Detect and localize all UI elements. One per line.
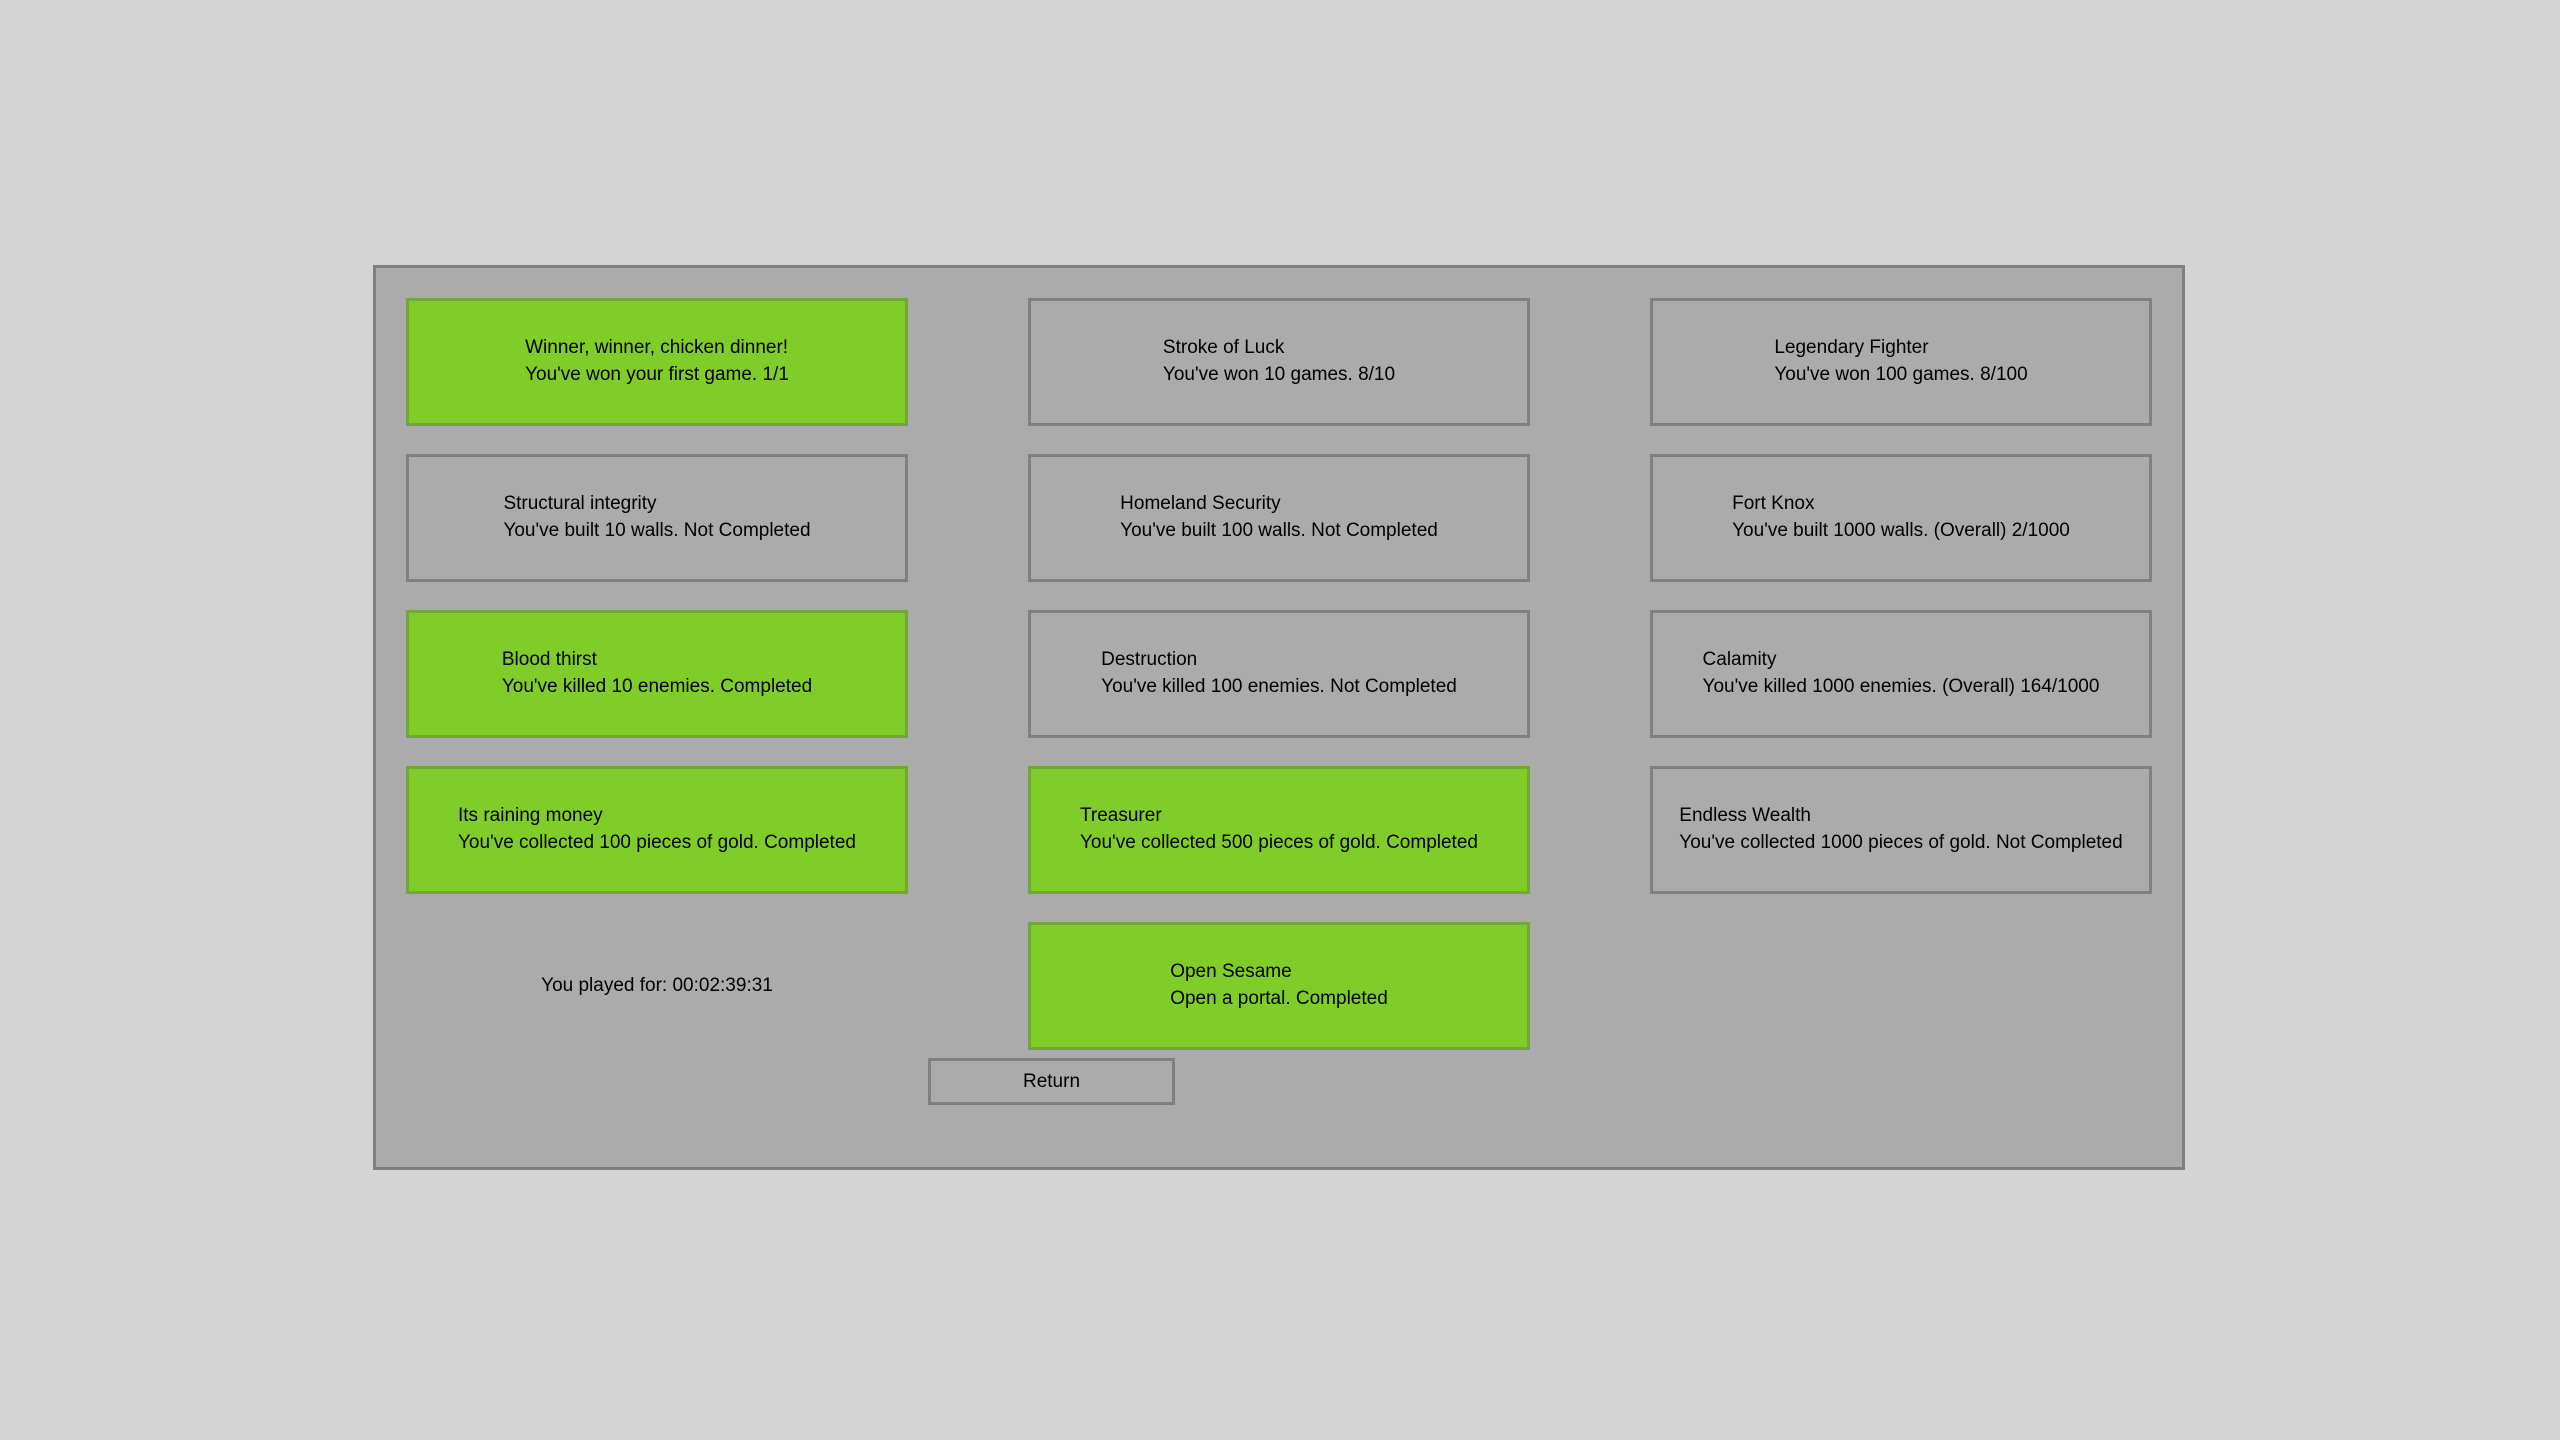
achievement-title: Treasurer: [1080, 805, 1162, 827]
achievement-description: You've collected 100 pieces of gold. Com…: [458, 832, 856, 853]
achievement-text: Structural integrity You've built 10 wal…: [503, 491, 810, 545]
achievement-title: Legendary Fighter: [1774, 337, 1929, 359]
achievement-text: Legendary Fighter You've won 100 games. …: [1774, 335, 2027, 389]
achievement-description: You've won 100 games. 8/100: [1774, 364, 2028, 385]
achievement-text: Calamity You've killed 1000 enemies. (Ov…: [1703, 647, 2100, 701]
achievement-card[interactable]: Open Sesame Open a portal. Completed: [1028, 922, 1530, 1050]
achievement-description: You've built 100 walls. Not Completed: [1120, 520, 1438, 541]
achievement-text: Winner, winner, chicken dinner! You've w…: [525, 335, 789, 389]
achievement-text: Open Sesame Open a portal. Completed: [1170, 959, 1388, 1013]
achievement-text: Treasurer You've collected 500 pieces of…: [1080, 803, 1478, 857]
achievement-description: You've killed 1000 enemies. (Overall) 16…: [1702, 676, 2100, 697]
achievement-title: Endless Wealth: [1679, 805, 1811, 827]
achievement-text: Endless Wealth You've collected 1000 pie…: [1679, 803, 2122, 857]
achievement-text: Its raining money You've collected 100 p…: [458, 803, 856, 857]
achievement-card[interactable]: Calamity You've killed 1000 enemies. (Ov…: [1650, 610, 2152, 738]
achievement-card[interactable]: Legendary Fighter You've won 100 games. …: [1650, 298, 2152, 426]
achievement-description: You've built 1000 walls. (Overall) 2/100…: [1732, 520, 2070, 541]
achievement-title: Open Sesame: [1170, 961, 1292, 983]
achievement-description: You've built 10 walls. Not Completed: [503, 520, 811, 541]
achievement-title: Its raining money: [458, 805, 603, 827]
achievement-title: Structural integrity: [503, 493, 657, 515]
achievement-card[interactable]: Homeland Security You've built 100 walls…: [1028, 454, 1530, 582]
achievement-card[interactable]: Destruction You've killed 100 enemies. N…: [1028, 610, 1530, 738]
achievement-description: You've killed 10 enemies. Completed: [501, 676, 813, 697]
achievement-title: Stroke of Luck: [1162, 337, 1285, 359]
achievement-description: You've collected 500 pieces of gold. Com…: [1080, 832, 1478, 853]
achievement-title: Calamity: [1702, 649, 1777, 671]
achievement-title: Fort Knox: [1732, 493, 1815, 515]
playtime-label: You played for: 00:02:39:31: [541, 975, 773, 996]
achievement-description: You've won your first game. 1/1: [525, 364, 789, 385]
achievement-text: Stroke of Luck You've won 10 games. 8/10: [1163, 335, 1395, 389]
achievement-description: You've killed 100 enemies. Not Completed: [1101, 676, 1457, 697]
achievement-description: Open a portal. Completed: [1170, 988, 1388, 1009]
achievement-text: Destruction You've killed 100 enemies. N…: [1101, 647, 1457, 701]
achievement-card[interactable]: Winner, winner, chicken dinner! You've w…: [406, 298, 908, 426]
achievement-text: Fort Knox You've built 1000 walls. (Over…: [1732, 491, 2070, 545]
achievement-title: Winner, winner, chicken dinner!: [525, 337, 789, 359]
achievement-text: Homeland Security You've built 100 walls…: [1120, 491, 1438, 545]
achievement-text: Blood thirst You've killed 10 enemies. C…: [502, 647, 812, 701]
achievement-title: Blood thirst: [501, 649, 597, 671]
achievement-description: You've won 10 games. 8/10: [1162, 364, 1396, 385]
achievement-card[interactable]: Fort Knox You've built 1000 walls. (Over…: [1650, 454, 2152, 582]
return-button[interactable]: Return: [928, 1058, 1175, 1105]
achievement-card[interactable]: Structural integrity You've built 10 wal…: [406, 454, 908, 582]
achievement-card[interactable]: Its raining money You've collected 100 p…: [406, 766, 908, 894]
achievement-title: Homeland Security: [1120, 493, 1281, 515]
achievement-card[interactable]: Blood thirst You've killed 10 enemies. C…: [406, 610, 908, 738]
achievement-card[interactable]: Endless Wealth You've collected 1000 pie…: [1650, 766, 2152, 894]
achievement-card[interactable]: Treasurer You've collected 500 pieces of…: [1028, 766, 1530, 894]
achievement-title: Destruction: [1101, 649, 1198, 671]
achievement-description: You've collected 1000 pieces of gold. No…: [1679, 832, 2123, 853]
achievements-grid: Winner, winner, chicken dinner! You've w…: [406, 298, 2152, 1050]
achievement-card[interactable]: Stroke of Luck You've won 10 games. 8/10: [1028, 298, 1530, 426]
achievements-panel: Winner, winner, chicken dinner! You've w…: [373, 265, 2185, 1170]
